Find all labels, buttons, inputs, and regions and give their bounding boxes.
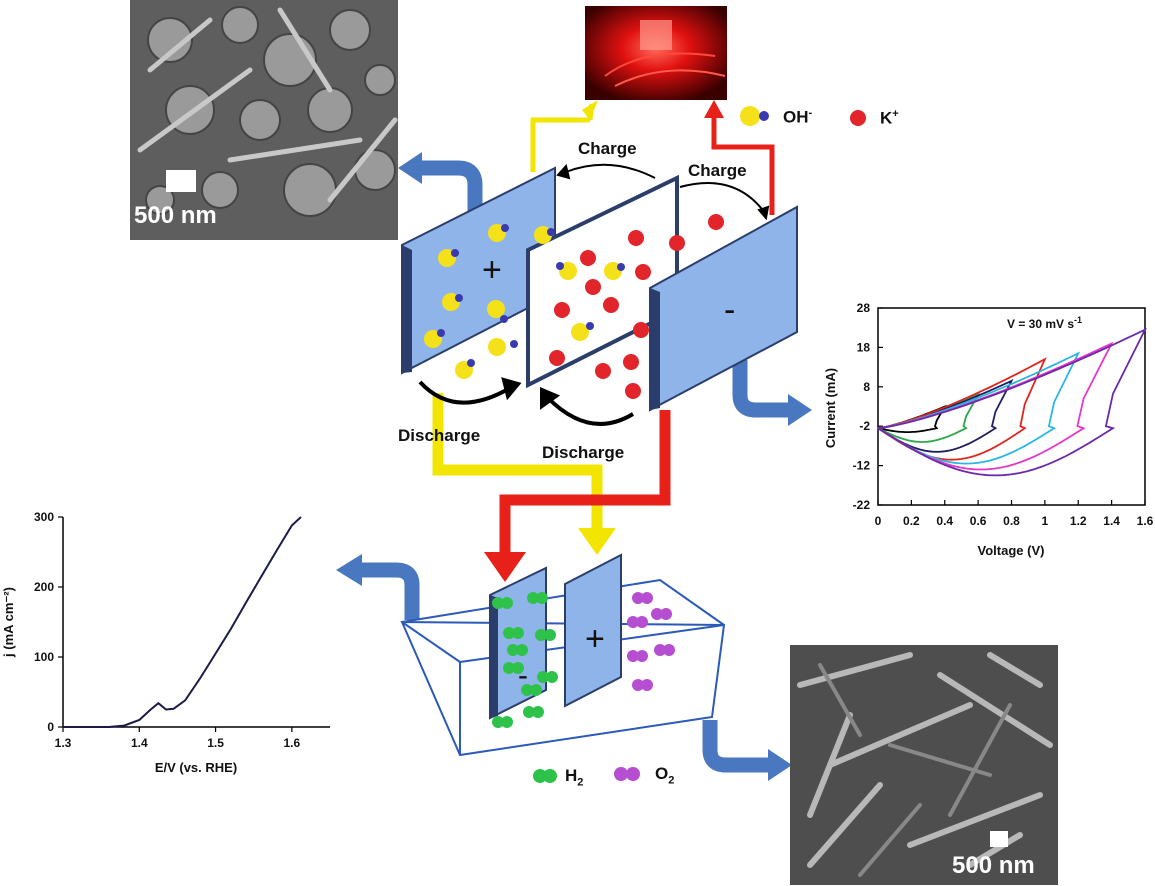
- discharge-label-right: Discharge: [542, 443, 625, 462]
- legend-oh-label: OH-: [783, 107, 813, 127]
- el-positive-sign: +: [585, 620, 605, 658]
- cv-xtick-label: 1.4: [1103, 514, 1120, 528]
- wire-yellow-top: [530, 117, 590, 172]
- oer-xtick-label: 1.5: [207, 736, 224, 750]
- legend-o2-glyph: [614, 767, 640, 781]
- cv-series-line: [877, 351, 1081, 465]
- sem-texture: [130, 0, 398, 240]
- cv-xtick-label: 1.6: [1137, 514, 1154, 528]
- wire-red-top-arrowhead: [704, 100, 724, 118]
- cv-ytick-label: -2: [859, 419, 870, 433]
- oer-xtick-label: 1.3: [55, 736, 72, 750]
- cv-plot-frame: [877, 307, 1146, 506]
- cv-ytick-label: -12: [853, 459, 871, 473]
- oer-ytick-label: 100: [34, 650, 54, 664]
- cv-xtick-label: 0.2: [903, 514, 920, 528]
- scale-bar-bottom: [990, 831, 1008, 847]
- cv-xtick-label: 0.8: [1003, 514, 1020, 528]
- legend-k-glyph: [850, 110, 866, 126]
- sem-image-top: 500 nm: [130, 0, 398, 240]
- arrow-to-oer-chart: [360, 562, 420, 620]
- oer-xlabel: E/V (vs. RHE): [155, 760, 237, 775]
- oh-ions: [424, 224, 625, 379]
- wire-red-bottom: [499, 410, 671, 555]
- charge-label-right: Charge: [688, 161, 747, 180]
- arrow-to-cv-chart: [732, 360, 790, 418]
- cv-xtick-label: 0.6: [970, 514, 987, 528]
- oer-xtick-label: 1.4: [131, 736, 148, 750]
- led-photo: [585, 6, 727, 100]
- arrow-to-sem-top: [420, 160, 483, 215]
- legend-h2-label: H2: [565, 766, 584, 789]
- charge-label-left: Charge: [578, 139, 637, 158]
- legend-h2-glyph: [533, 769, 557, 783]
- wire-red-top: [711, 115, 775, 215]
- legend-oh-glyph: [740, 106, 769, 126]
- cv-xlabel: Voltage (V): [978, 543, 1045, 558]
- h2-molecules: [492, 592, 558, 728]
- cv-xtick-label: 1: [1042, 514, 1049, 528]
- oer-chart: 0 100 200 300 1.3 1.4 1.5 1.6 E/V (vs. RHE) j …: [1, 510, 330, 775]
- cv-xtick-label: 0.4: [936, 514, 953, 528]
- cv-series-line: [877, 327, 1147, 477]
- wire-yellow-bottom-arrowhead: [578, 528, 616, 555]
- oer-series-line: [63, 516, 302, 728]
- discharge-arrows: [418, 377, 635, 426]
- cv-ylabel: Current (mA): [823, 368, 838, 448]
- oer-xtick-label: 1.6: [284, 736, 301, 750]
- oer-ytick-label: 300: [34, 510, 54, 524]
- oer-ytick-label: 0: [47, 720, 54, 734]
- cv-ytick-label: -22: [853, 498, 871, 512]
- arrow-to-sem-bottom: [702, 720, 770, 773]
- cv-ytick-label: 18: [857, 340, 871, 354]
- discharge-label-left: Discharge: [398, 426, 481, 445]
- sc-negative-electrode: [649, 205, 798, 412]
- cv-xtick-label: 1.2: [1070, 514, 1087, 528]
- legend-o2-label: O2: [655, 764, 675, 787]
- scale-label-top: 500 nm: [134, 202, 217, 229]
- electrolyzer-cell: [400, 578, 726, 757]
- oer-ylabel: j (mA cm⁻²): [1, 587, 16, 658]
- o2-molecules: [627, 592, 675, 691]
- cv-annotation: V = 30 mV s-1: [1007, 315, 1082, 331]
- sem-image-bottom: 500 nm: [790, 645, 1058, 885]
- charge-arrows: [556, 163, 770, 221]
- sc-negative-sign: -: [724, 291, 736, 329]
- sc-positive-sign: +: [482, 251, 502, 289]
- el-negative-sign: -: [518, 659, 528, 692]
- el-positive-electrode: [564, 553, 622, 708]
- cv-chart: 28 18 8 -2 -12 -22 0 0.2 0.4 0.6 0.8 1 1.2 1.4 1.6 V …: [823, 301, 1154, 558]
- cv-ytick-label: 28: [857, 301, 871, 315]
- cv-xtick-label: 0: [875, 514, 882, 528]
- scale-label-bottom: 500 nm: [952, 852, 1035, 879]
- oer-ytick-label: 200: [34, 580, 54, 594]
- legend-k-label: K+: [880, 108, 899, 128]
- scale-bar-top: [166, 170, 196, 192]
- cv-ytick-label: 8: [863, 380, 870, 394]
- k-ions: [549, 214, 724, 399]
- wire-red-bottom-arrowhead: [484, 552, 526, 582]
